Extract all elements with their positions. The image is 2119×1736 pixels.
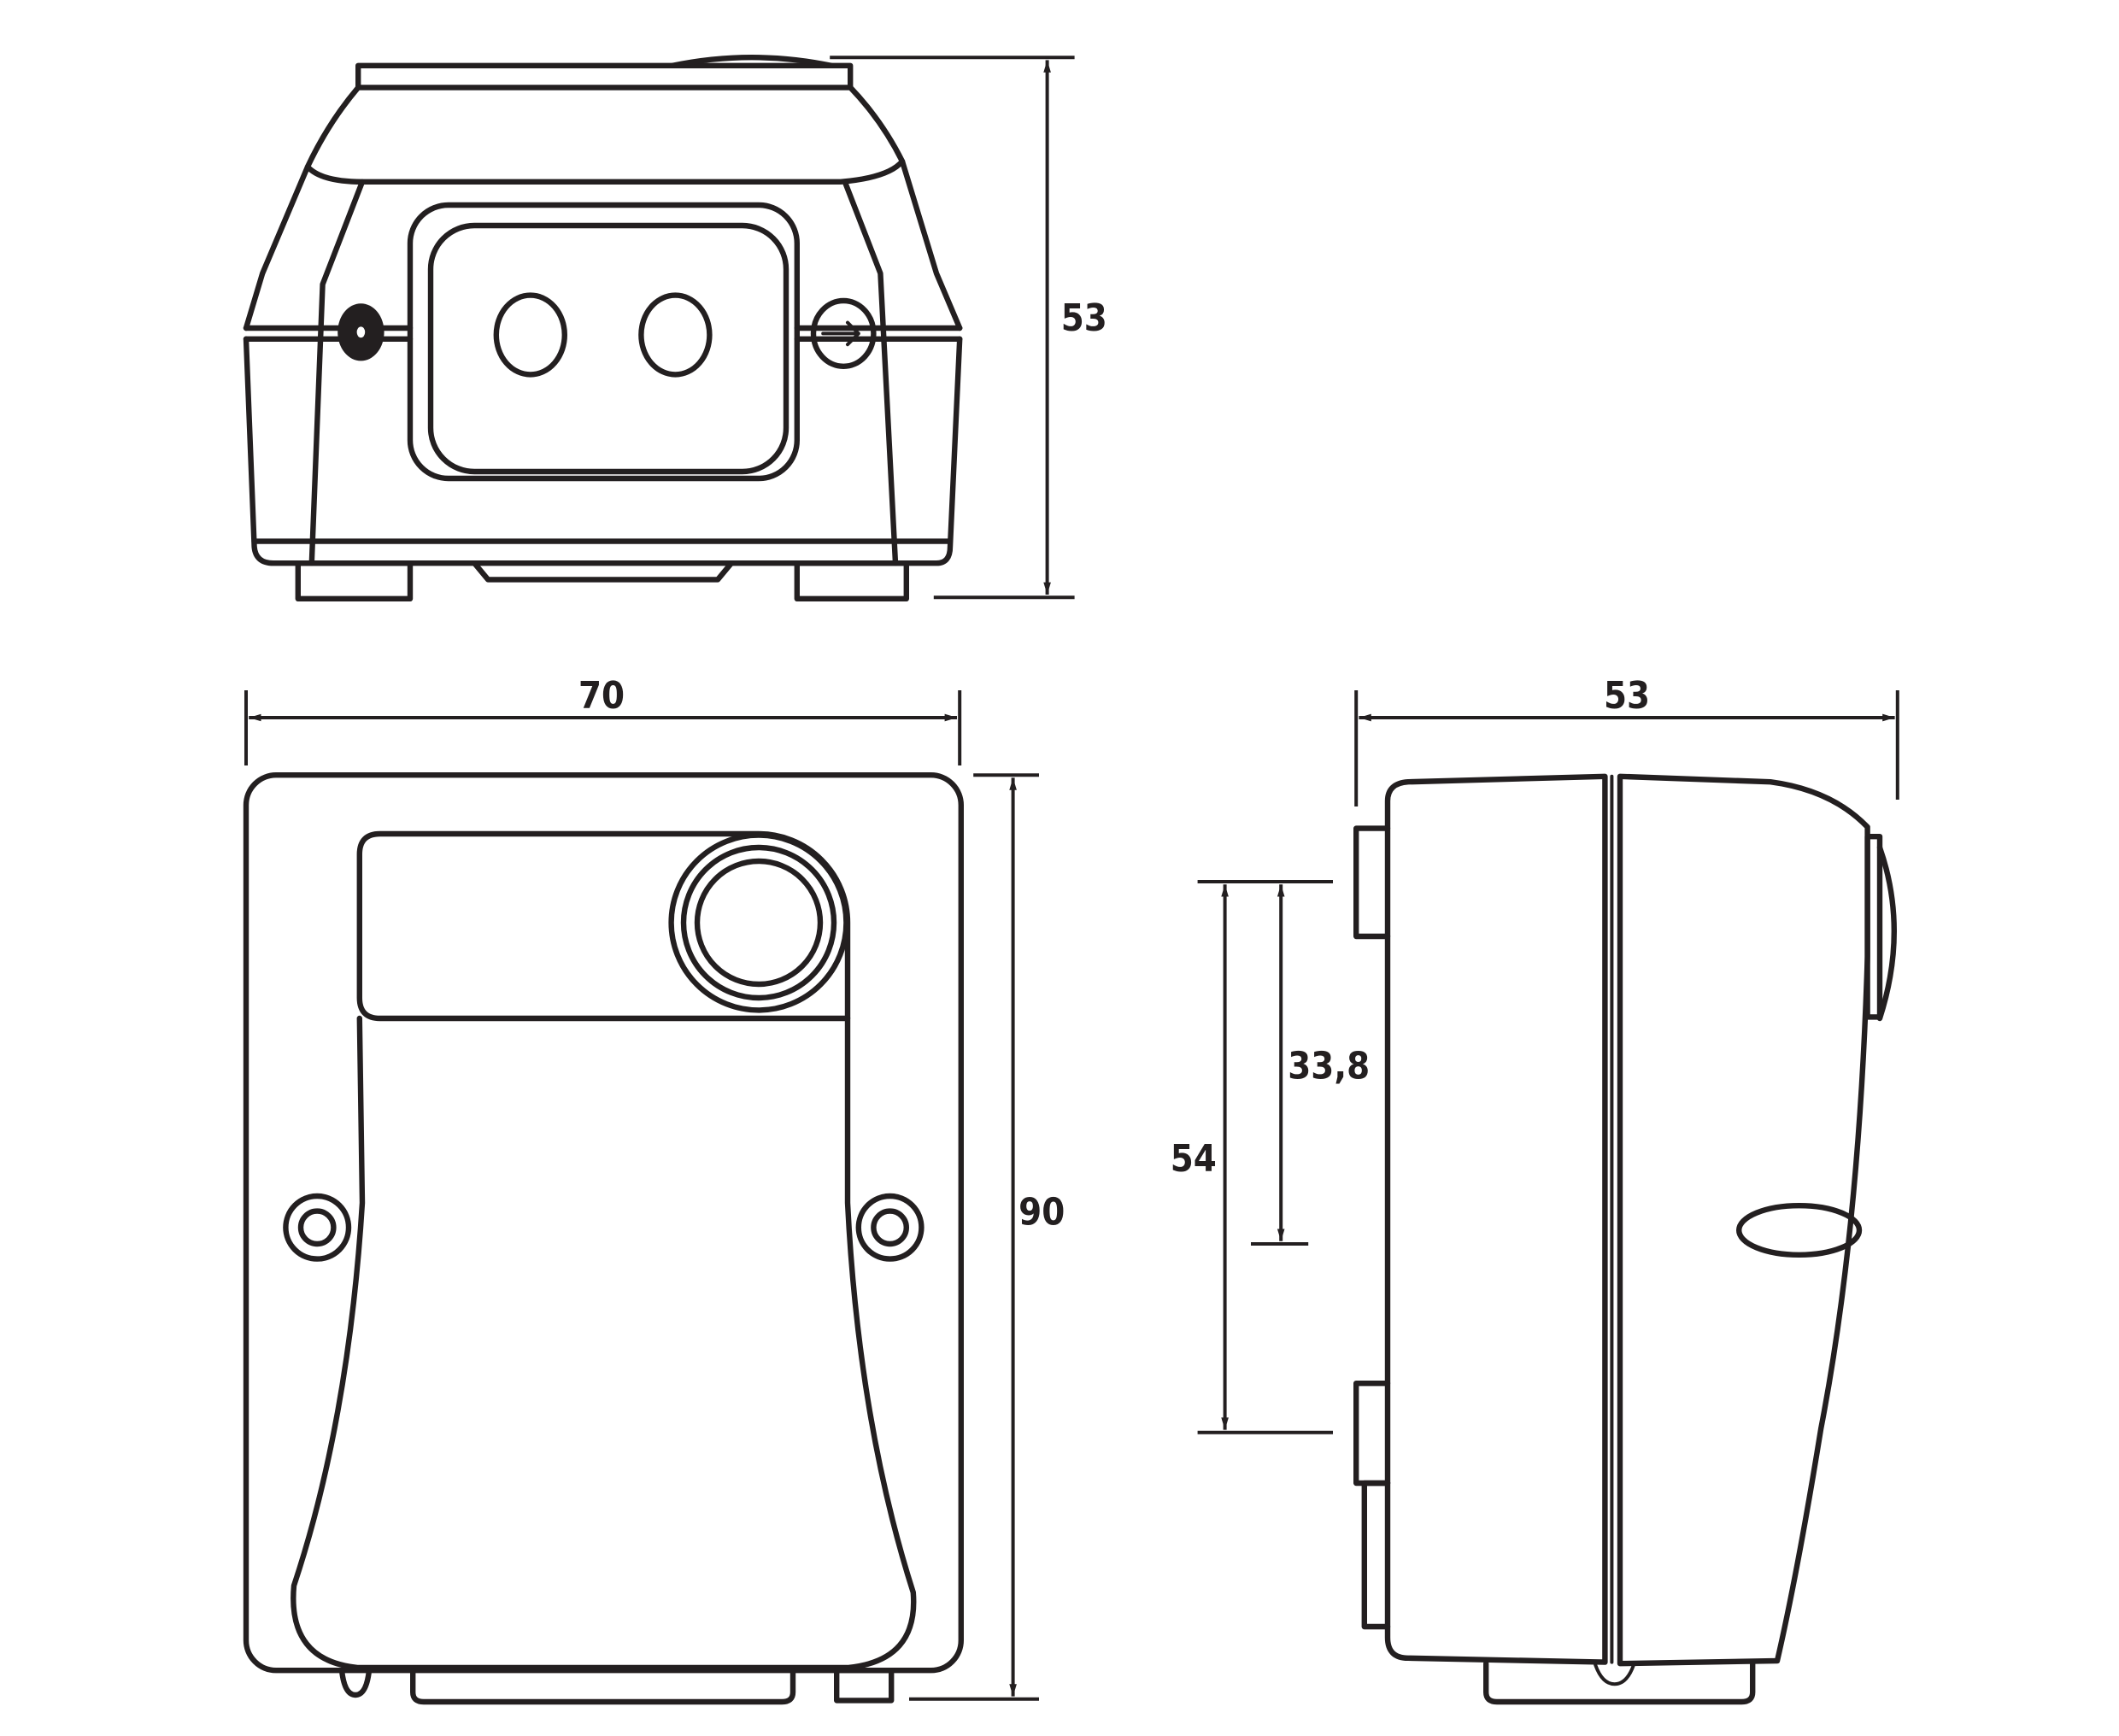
top-outer-left [243, 164, 311, 331]
side-knob-base [1864, 834, 1883, 1020]
side-view: 53 54 33,8 [1171, 675, 1899, 1705]
screw-dot [356, 326, 366, 338]
mount-screw-left-inner [297, 1208, 337, 1247]
front-view: 70 90 [243, 675, 1065, 1705]
foot-left [295, 560, 414, 601]
side-bottom-knob [1594, 1663, 1635, 1686]
top-inner-left [308, 179, 366, 566]
dim-label-hole-spacing: 54 [1171, 1138, 1217, 1181]
side-tab-top [1353, 825, 1391, 940]
top-cap [355, 62, 854, 91]
side-knob [1876, 844, 1897, 1022]
foot-right [794, 560, 909, 601]
dim-ext-line [1354, 690, 1899, 806]
front-body [291, 1015, 917, 1671]
side-front-part [1617, 773, 1870, 1667]
arrow-icon [821, 320, 860, 347]
knob-ring-outer [668, 832, 849, 1013]
front-bottom-gland [834, 1668, 895, 1704]
knob-ring-mid [680, 844, 837, 1001]
socket-window-inner [427, 222, 789, 475]
socket-hole-left [493, 292, 568, 378]
dim-label-front-width: 70 [578, 675, 625, 718]
side-back-part [1384, 773, 1608, 1665]
side-latch [1736, 1203, 1863, 1258]
top-outer-right [899, 158, 963, 331]
socket-window-outer [407, 202, 801, 482]
top-band [243, 325, 963, 342]
mount-screw-right-inner [871, 1208, 910, 1247]
top-inner-right [842, 179, 899, 566]
side-tab-bottom [1353, 1381, 1391, 1487]
center-tab [472, 560, 735, 583]
side-bottom-foot [1483, 1661, 1756, 1705]
dim-label-top-height: 53 [1061, 297, 1107, 340]
side-tab-lower [1361, 1480, 1391, 1630]
knob-icon [694, 858, 824, 988]
arrow-knob-icon [810, 297, 877, 370]
dim-ext-line [1197, 880, 1333, 1434]
top-view: 53 [243, 55, 1107, 601]
mount-screw-left-outer [283, 1193, 352, 1262]
dim-label-side-depth: 53 [1604, 675, 1650, 718]
top-knob-bump [670, 55, 835, 69]
dim-ext-line [830, 56, 1075, 600]
top-dome [304, 85, 906, 185]
dim-label-hole-offset: 33,8 [1288, 1045, 1370, 1088]
top-lower-body [243, 336, 963, 566]
front-bottom-bar [410, 1668, 796, 1705]
dim-ext-line [244, 690, 962, 765]
dim-label-front-height: 90 [1018, 1192, 1065, 1235]
socket-hole-right [638, 292, 713, 378]
mount-screw-right-outer [855, 1193, 924, 1262]
dim-ext-line [909, 773, 1039, 1701]
front-bottom-knob [338, 1668, 373, 1698]
front-outer [243, 772, 964, 1674]
